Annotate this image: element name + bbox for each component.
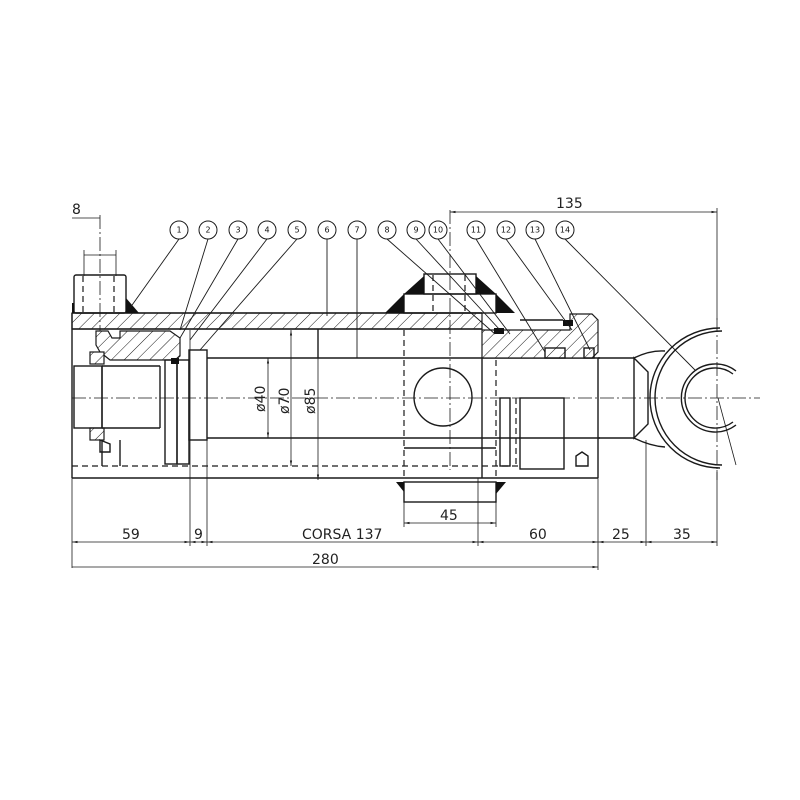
barrel-tube [71, 312, 520, 479]
dim-45: 45 [403, 502, 497, 527]
front-gland [481, 313, 599, 479]
dim-9: 9 [194, 527, 203, 543]
balloon-3: 3 [228, 220, 248, 240]
dim-135-label: 135 [556, 196, 583, 212]
svg-text:11: 11 [471, 226, 481, 235]
svg-text:10: 10 [433, 226, 443, 235]
balloon-14: 14 [555, 220, 575, 240]
dim-60: 60 [529, 527, 547, 543]
dim-59: 59 [122, 527, 140, 543]
balloon-10: 10 [428, 220, 448, 240]
balloon-11: 11 [466, 220, 486, 240]
balloon-6: 6 [317, 220, 337, 240]
dim-chain: 59 9 CORSA 137 60 25 35 280 [71, 330, 718, 570]
dim-dia-85: ø85 [303, 388, 319, 414]
svg-text:5: 5 [294, 226, 299, 235]
dim-45-label: 45 [440, 508, 458, 524]
svg-text:4: 4 [264, 226, 269, 235]
balloon-7: 7 [347, 220, 367, 240]
dim-stroke: CORSA 137 [302, 527, 382, 543]
svg-text:2: 2 [205, 226, 210, 235]
dim-8-label: 8 [72, 202, 81, 218]
rod-eye [598, 318, 737, 480]
svg-text:14: 14 [560, 226, 570, 235]
svg-text:8: 8 [384, 226, 389, 235]
svg-text:9: 9 [413, 226, 418, 235]
balloons: 1 2 3 4 5 6 7 8 9 10 11 12 13 14 [129, 220, 696, 371]
balloon-4: 4 [257, 220, 277, 240]
dim-dia-40: ø40 [253, 386, 269, 412]
diameter-dims: ø40 ø70 ø85 [253, 330, 320, 480]
balloon-1: 1 [169, 220, 189, 240]
dim-dia-70: ø70 [277, 388, 293, 414]
svg-text:7: 7 [354, 226, 359, 235]
svg-text:12: 12 [501, 226, 511, 235]
dim-135: 135 [450, 196, 718, 320]
balloon-9: 9 [406, 220, 426, 240]
mid-port-block [385, 210, 515, 503]
dim-35: 35 [673, 527, 691, 543]
dim-280: 280 [312, 552, 339, 568]
balloon-12: 12 [496, 220, 516, 240]
svg-text:1: 1 [176, 226, 181, 235]
dim-25: 25 [612, 527, 630, 543]
balloon-2: 2 [198, 220, 218, 240]
balloon-13: 13 [525, 220, 545, 240]
svg-text:6: 6 [324, 226, 329, 235]
svg-text:3: 3 [235, 226, 240, 235]
rear-cap [73, 330, 208, 466]
dim-8: 8 [72, 202, 117, 276]
rear-port-boss [72, 215, 139, 340]
svg-text:13: 13 [530, 226, 540, 235]
balloon-8: 8 [377, 220, 397, 240]
balloon-5: 5 [287, 220, 307, 240]
